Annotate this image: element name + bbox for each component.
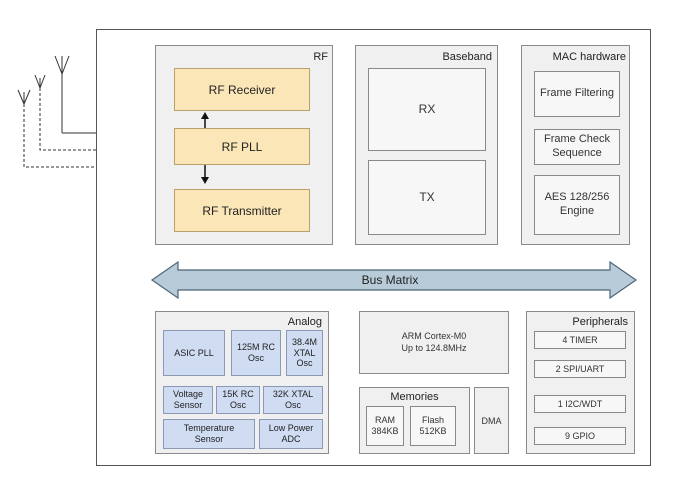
temperature-sensor: Temperature Sensor	[163, 419, 255, 449]
frame-filtering: Frame Filtering	[534, 71, 620, 117]
bus-matrix-label: Bus Matrix	[361, 273, 419, 287]
rc-osc-125m: 125M RC Osc	[231, 330, 281, 376]
peripheral-item: 4 TIMER	[534, 331, 626, 349]
peripheral-item: 2 SPI/UART	[534, 360, 626, 378]
asic-pll: ASIC PLL	[163, 330, 225, 376]
ram: RAM 384KB	[366, 406, 404, 446]
dma-block: DMA	[474, 387, 509, 454]
arrow-down-icon	[201, 165, 209, 184]
memories-title: Memories	[390, 391, 439, 403]
mac-title: MAC hardware	[552, 51, 626, 63]
rf-pll: RF PLL	[174, 128, 310, 165]
rf-receiver: RF Receiver	[174, 68, 310, 111]
antenna-solid-icon	[54, 55, 70, 133]
antenna-dashed-icon	[34, 74, 46, 89]
rf-title: RF	[313, 51, 328, 63]
rf-transmitter: RF Transmitter	[174, 189, 310, 232]
baseband-rx: RX	[368, 68, 486, 151]
flash: Flash 512KB	[410, 406, 456, 446]
baseband-title: Baseband	[442, 51, 492, 63]
rc-osc-15k: 15K RC Osc	[216, 386, 260, 414]
peripheral-item: 1 I2C/WDT	[534, 395, 626, 413]
frame-check-sequence: Frame Check Sequence	[534, 129, 620, 165]
xtal-osc-32k: 32K XTAL Osc	[263, 386, 323, 414]
antenna-dashed-icon	[17, 89, 31, 105]
low-power-adc: Low Power ADC	[259, 419, 323, 449]
peripheral-item: 9 GPIO	[534, 427, 626, 445]
voltage-sensor: Voltage Sensor	[163, 386, 213, 414]
analog-title: Analog	[287, 316, 322, 328]
baseband-tx: TX	[368, 160, 486, 235]
arrow-up-icon	[201, 112, 209, 128]
aes-engine: AES 128/256 Engine	[534, 175, 620, 235]
cpu-block: ARM Cortex-M0 Up to 124.8MHz	[359, 311, 509, 374]
peripherals-title: Peripherals	[572, 316, 628, 328]
xtal-osc-38m: 38.4M XTAL Osc	[286, 330, 323, 376]
